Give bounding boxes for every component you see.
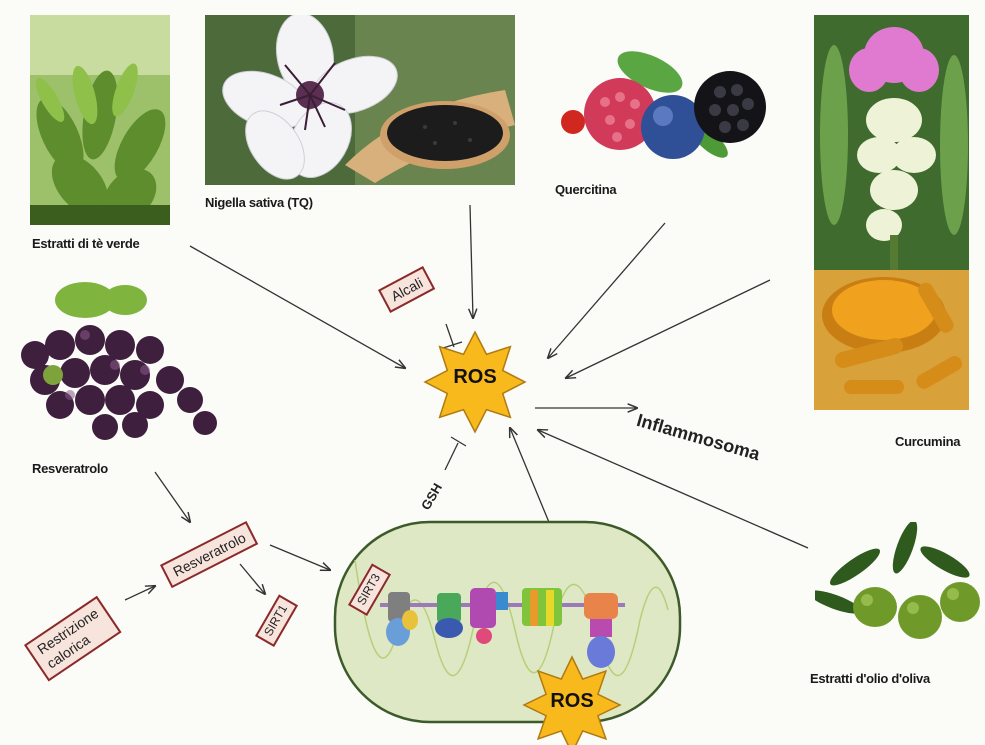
arrow-resv-sirt1 [240, 564, 265, 594]
arrow-resv-sirt3 [270, 545, 330, 570]
ros-mito-label: ROS [542, 690, 602, 713]
green-tea-caption: Estratti di tè verde [32, 236, 139, 251]
mitochondrion [335, 522, 680, 722]
arrow-nigella-ros [470, 205, 473, 318]
arrow-quercetin-ros [548, 223, 665, 358]
resveratrol-caption: Resveratrolo [32, 461, 108, 476]
inhibit-gsh [445, 443, 458, 470]
curcumin-caption: Curcumina [895, 434, 960, 449]
arrow-curcumin-ros [566, 280, 770, 378]
arrow-resv-box [155, 472, 190, 522]
inhibit-gsh-bar [451, 437, 466, 446]
inhibit-alcali [446, 324, 454, 347]
quercetin-caption: Quercitina [555, 182, 616, 197]
arrow-restr-resv [125, 586, 155, 600]
olive-oil-caption: Estratti d'olio d'oliva [810, 671, 930, 686]
ros-center-label: ROS [445, 366, 505, 389]
arrow-tea-ros [190, 246, 405, 368]
nigella-caption: Nigella sativa (TQ) [205, 195, 313, 210]
